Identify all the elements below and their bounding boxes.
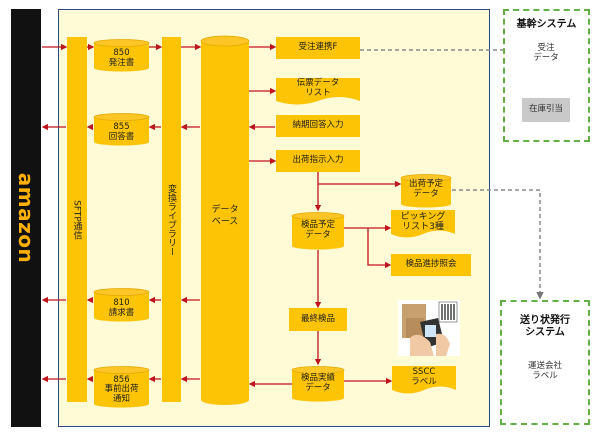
database-cylinder (200, 35, 250, 405)
core-system-title: 基幹システム (516, 19, 577, 30)
doc-810-name: 請求書 (108, 307, 135, 318)
library-column: 変換ライブラリー (162, 37, 181, 402)
shipping-system-panel: 送り状発行 システム (500, 300, 590, 425)
shipping-system-title-1: 送り状発行 (520, 315, 570, 326)
doc-855-name: 回答書 (108, 131, 135, 142)
doc-sscc-label (392, 366, 456, 394)
ship-plan-label: 出荷予定 データ (401, 179, 451, 200)
carrier-label-2: ラベル (532, 370, 558, 381)
picking-label: ピッキング リスト3種 (391, 212, 455, 233)
slip-list-label: 伝票データ リスト (276, 78, 360, 99)
amazon-bar: amazon (11, 9, 41, 427)
inspect-plan-label: 検品予定 データ (292, 220, 344, 240)
inventory-label: 在庫引当 (528, 104, 563, 115)
cylinder-850 (93, 39, 150, 72)
ship-plan-label-1: 出荷予定 (408, 179, 443, 189)
doc-slip-list (276, 78, 360, 105)
order-data-label-2: データ (533, 52, 559, 63)
scanner-photo (398, 300, 460, 356)
database-label: データ ベース (201, 205, 249, 228)
order-data-label-1: 受注 (537, 43, 555, 53)
database-label-2: ベース (211, 216, 239, 227)
ship-instruction-label: 出荷指示入力 (292, 155, 344, 166)
sftp-label: SFTP通信 (71, 199, 82, 240)
inspect-result-label: 検品実績 データ (292, 373, 344, 393)
inspect-result-label-2: データ (305, 383, 331, 394)
cylinder-inspect-result (291, 366, 345, 402)
shipping-system-title-2: システム (525, 327, 565, 338)
doc-855-code: 855 (113, 122, 130, 133)
delivery-reply-label: 納期回答入力 (292, 120, 344, 131)
inspect-plan-label-2: データ (305, 230, 331, 241)
order-data-label: 受注 データ (524, 43, 568, 64)
inspect-result-label-1: 検品実績 (300, 373, 335, 383)
doc-850: 850 発注書 (94, 42, 149, 72)
sscc-label: SSCC ラベル (392, 367, 456, 388)
dashed-ship-to-shipping-system (452, 189, 544, 300)
inspect-progress-label: 検品進捗照会 (405, 259, 457, 270)
core-system-panel: 基幹システム (503, 9, 590, 142)
library-label: 変換ライブラリー (166, 183, 176, 256)
doc-856-name: 事前出荷 (104, 384, 139, 395)
inventory-box: 在庫引当 (522, 98, 570, 122)
ship-instruction-box: 出荷指示入力 (276, 150, 360, 172)
slip-list-label-2: リスト (305, 87, 331, 98)
doc-810-code: 810 (113, 298, 130, 309)
sscc-label-2: ラベル (411, 376, 437, 387)
doc-picking-list (391, 210, 455, 238)
shipping-system-title: 送り状発行 システム (502, 315, 588, 339)
cylinder-855 (93, 113, 150, 146)
order-link-label: 受注連携F (298, 42, 338, 53)
ship-plan-label-2: データ (413, 188, 439, 199)
final-inspect-label: 最終検品 (300, 313, 335, 324)
order-link-box: 受注連携F (276, 37, 360, 59)
cylinder-810 (93, 288, 150, 322)
doc-850-code: 850 (113, 48, 130, 59)
delivery-reply-box: 納期回答入力 (276, 115, 360, 137)
cylinder-856 (93, 366, 150, 408)
carrier-label-text: 運送会社 ラベル (520, 361, 570, 382)
sscc-label-1: SSCC (412, 367, 436, 377)
slip-list-label-1: 伝票データ (296, 78, 340, 88)
inspect-progress-box: 検品進捗照会 (391, 254, 471, 276)
doc-856-name2: 通知 (112, 393, 130, 404)
final-inspect-box: 最終検品 (289, 308, 347, 331)
arrow-ship-plan (317, 172, 402, 188)
doc-850-name: 発注書 (108, 57, 135, 68)
picking-label-2: リスト3種 (402, 222, 444, 233)
doc-856: 856 事前出荷 通知 (94, 369, 149, 407)
inspect-plan-label-1: 検品予定 (300, 220, 335, 230)
picking-label-1: ピッキング (400, 212, 446, 222)
arrow-progress (367, 228, 392, 269)
database-label-1: データ (211, 205, 239, 215)
doc-856-code: 856 (113, 374, 130, 385)
sftp-column: SFTP通信 (67, 37, 87, 402)
cylinder-ship-plan (400, 174, 452, 208)
doc-855: 855 回答書 (94, 116, 149, 146)
doc-810: 810 請求書 (94, 291, 149, 322)
carrier-label-1: 運送会社 (527, 361, 562, 371)
cylinder-inspect-plan (291, 212, 345, 250)
